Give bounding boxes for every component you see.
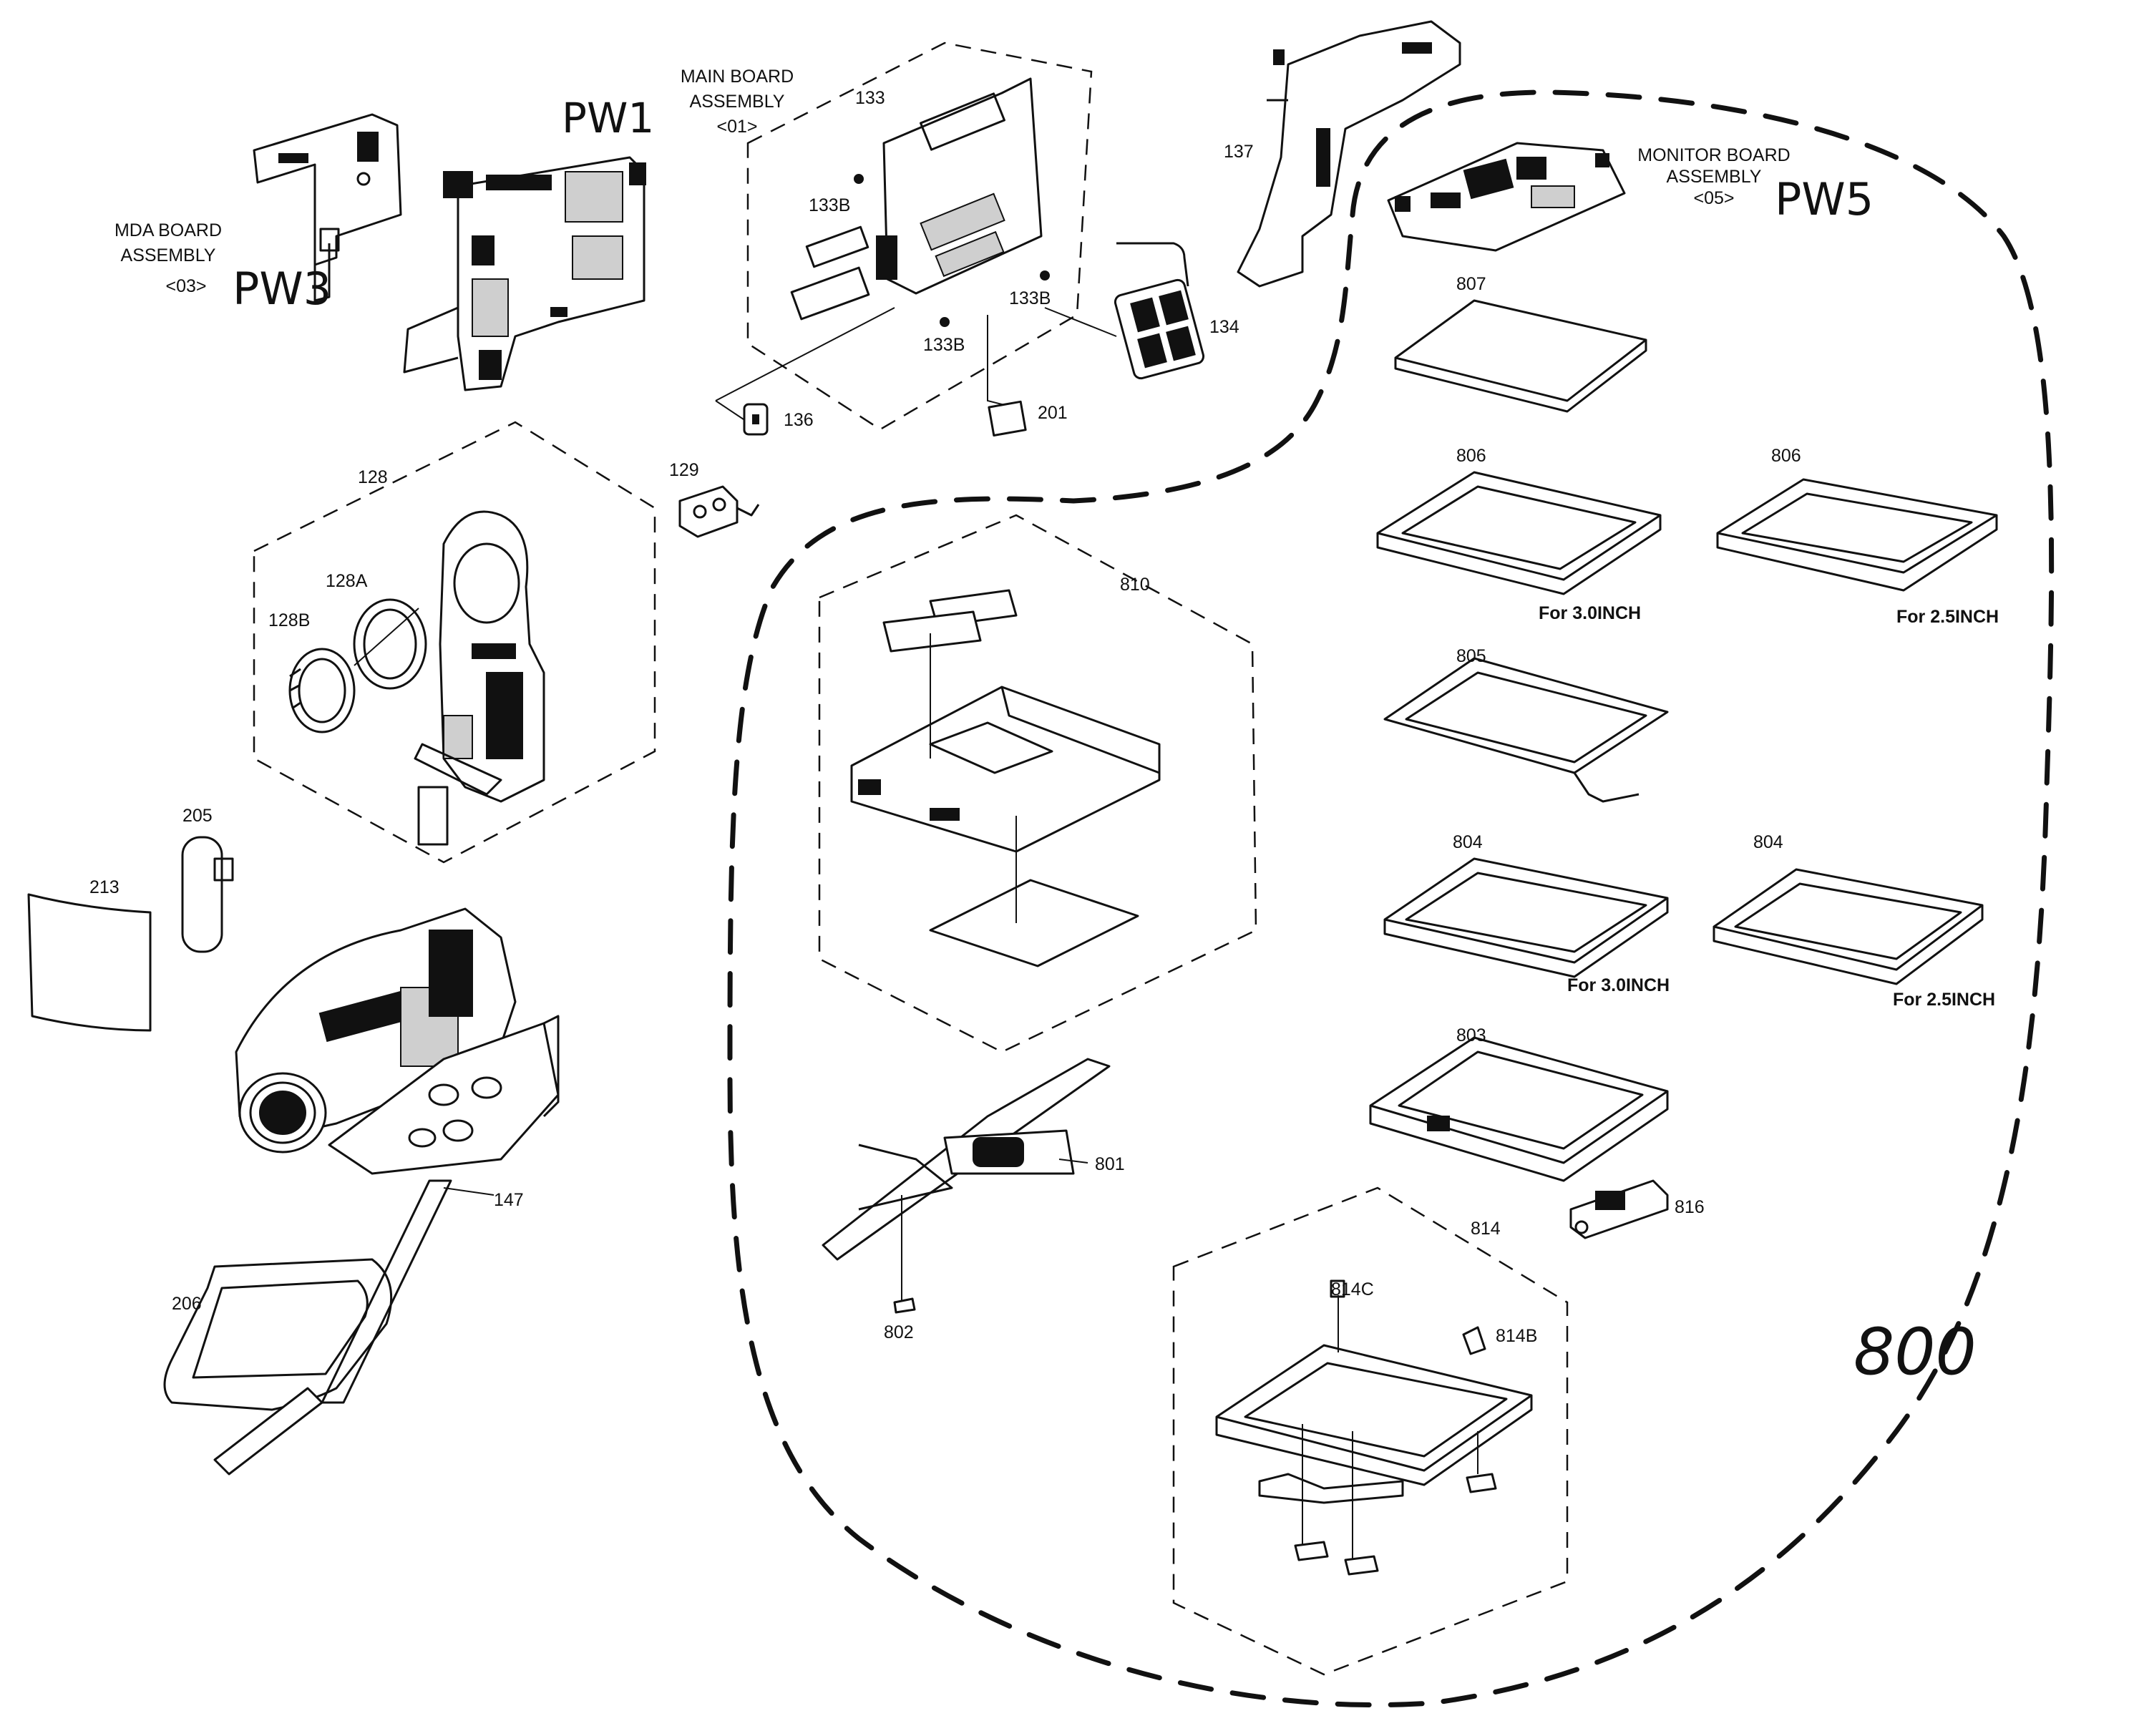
part-814-shape	[1215, 1279, 1533, 1576]
pw5-handwritten: PW5	[1775, 173, 1874, 225]
part-134-shape	[1114, 242, 1205, 380]
label-810: 810	[1120, 575, 1150, 595]
pw1-handwritten: PW1	[562, 94, 654, 142]
label-133b-3: 133B	[923, 335, 965, 355]
note-for-25-a: For 2.5INCH	[1896, 607, 1999, 627]
label-133b-2: 133B	[1009, 288, 1051, 308]
part-128-shape	[414, 510, 545, 846]
mda-board-label-2: ASSEMBLY	[121, 245, 216, 265]
label-213: 213	[89, 877, 120, 897]
part-205-shape	[181, 836, 234, 953]
label-201: 201	[1038, 403, 1068, 423]
label-133b-1: 133B	[809, 195, 850, 215]
part-206-shape	[163, 1179, 452, 1476]
strap-lead	[443, 1187, 495, 1196]
part-804-30-shape	[1383, 857, 1669, 978]
part-806-30-shape	[1376, 471, 1662, 595]
label-814b: 814B	[1496, 1326, 1537, 1346]
label-128a: 128A	[326, 571, 368, 591]
label-814c: 814C	[1331, 1279, 1374, 1299]
part-803-shape	[1369, 1036, 1669, 1182]
part-805-shape	[1383, 657, 1669, 803]
note-for-30-b: For 3.0INCH	[1567, 975, 1670, 995]
label-806-b: 806	[1771, 446, 1801, 466]
part-201-shape	[988, 400, 1027, 437]
pw1-board-part	[403, 156, 646, 391]
label-206: 206	[172, 1294, 202, 1314]
label-133: 133	[855, 88, 885, 108]
part-804-25-shape	[1713, 868, 1984, 985]
monitor-group-outline	[727, 89, 2055, 1707]
label-128b: 128B	[268, 610, 310, 630]
label-814: 814	[1471, 1219, 1501, 1239]
part-128a-shape	[353, 598, 427, 690]
monitor-board-part	[1387, 142, 1626, 252]
label-128: 128	[358, 467, 388, 487]
monitor-board-label-1: MONITOR BOARD	[1637, 145, 1790, 165]
part-807-shape	[1394, 299, 1647, 413]
main-board-part	[715, 77, 1117, 423]
label-134: 134	[1209, 317, 1239, 337]
label-804-b: 804	[1753, 832, 1783, 852]
note-for-30-a: For 3.0INCH	[1539, 603, 1641, 623]
label-802: 802	[884, 1322, 914, 1342]
part-137-shape	[1237, 20, 1461, 288]
mda-board-code: <03>	[165, 276, 206, 296]
main-board-code: <01>	[716, 117, 757, 137]
label-805: 805	[1456, 646, 1486, 666]
note-for-25-b: For 2.5INCH	[1893, 990, 1995, 1010]
main-board-label-1: MAIN BOARD	[681, 67, 794, 87]
main-board-label-2: ASSEMBLY	[690, 92, 785, 112]
lens-lead	[354, 608, 419, 666]
label-807: 807	[1456, 274, 1486, 294]
label-136: 136	[784, 410, 814, 430]
part-810-shape	[850, 589, 1161, 967]
pw3-handwritten: PW3	[233, 263, 331, 315]
mda-board-label-1: MDA BOARD	[115, 220, 222, 240]
part-814-outline	[1172, 1186, 1569, 1676]
label-816: 816	[1675, 1197, 1705, 1217]
part-128b-shape	[288, 648, 356, 733]
monitor-board-code: <05>	[1693, 188, 1734, 208]
lens-group-outline	[253, 421, 656, 864]
monitor-board-label-2: ASSEMBLY	[1667, 167, 1762, 187]
part-129-shape	[678, 485, 760, 538]
label-803: 803	[1456, 1025, 1486, 1045]
part-806-25-shape	[1716, 478, 1998, 592]
label-205: 205	[182, 806, 213, 826]
camcorder-body-shape	[235, 907, 560, 1175]
part-810-outline	[818, 514, 1257, 1053]
label-137: 137	[1224, 142, 1254, 162]
label-806-a: 806	[1456, 446, 1486, 466]
label-804-a: 804	[1453, 832, 1483, 852]
part-816-shape	[1569, 1179, 1669, 1239]
part-136-shape	[743, 403, 769, 436]
mda-board-part	[253, 113, 402, 302]
main-board-outline	[746, 42, 1093, 431]
label-147: 147	[494, 1190, 524, 1210]
group-800-handwritten: 800	[1853, 1315, 1977, 1390]
label-801: 801	[1095, 1154, 1125, 1174]
label-129: 129	[669, 460, 699, 480]
part-801-shape	[822, 1058, 1111, 1314]
part-213-shape	[27, 893, 152, 1032]
